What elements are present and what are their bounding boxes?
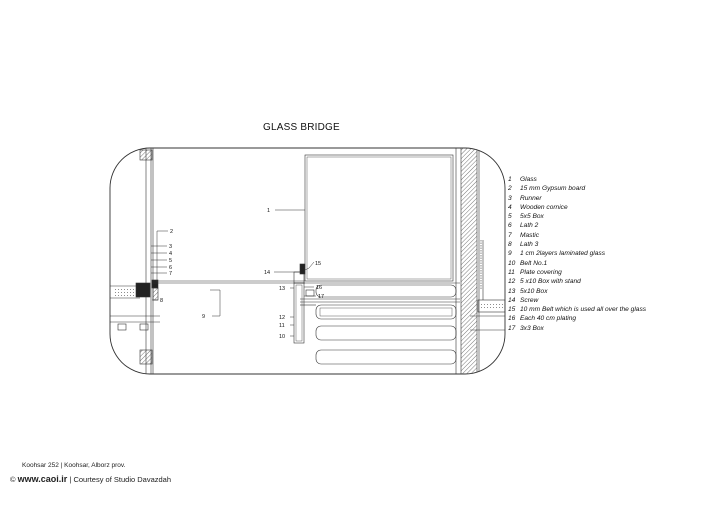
legend-text: Screw (520, 296, 539, 304)
credit-line: © www.caoi.ir | Courtesy of Studio Davaz… (10, 474, 171, 484)
legend-item: 5 5x5 Box (508, 212, 646, 221)
legend-text: 15 mm Gypsum board (520, 185, 586, 193)
glass-panel (153, 154, 454, 284)
callout-11: 11 (279, 323, 285, 329)
legend-text: 3x3 Box (520, 324, 544, 332)
legend-number: 17 (508, 324, 516, 332)
callout-16: 16 (316, 285, 322, 291)
callout-7: 7 (169, 271, 172, 277)
legend-text: Glass (520, 176, 537, 183)
legend-number: 14 (508, 296, 516, 304)
legend-item: 17 3x3 Box (508, 324, 646, 333)
legend-text: Runner (520, 194, 542, 202)
legend-item: 16 Each 40 cm plating (508, 314, 646, 323)
legend-number: 15 (508, 306, 516, 314)
legend-number: 2 (508, 185, 512, 193)
site-link[interactable]: www.caoi.ir (17, 474, 68, 484)
legend-text: Plate covering (520, 268, 562, 276)
legend-item: 6 Lath 2 (508, 221, 646, 230)
callout-6: 6 (169, 265, 172, 271)
legend-text: Wooden cornice (520, 203, 568, 211)
legend-item: 14 Screw (508, 296, 646, 305)
callout-10: 10 (279, 334, 285, 340)
project-caption: Koohsar 252 | Koohsar, Alborz prov. (22, 462, 126, 469)
legend-text: 5x10 Box (520, 287, 548, 295)
steel-profile (293, 263, 315, 344)
legend-item: 2 15 mm Gypsum board (508, 184, 646, 193)
legend-item: 8 Lath 3 (508, 240, 646, 249)
legend-item: 12 5 x10 Box with stand (508, 277, 646, 286)
legend-number: 12 (508, 278, 516, 286)
callout-1: 1 (267, 208, 270, 214)
legend-text: Each 40 cm plating (520, 315, 577, 323)
legend-number: 9 (508, 250, 512, 258)
legend-item: 4 Wooden cornice (508, 203, 646, 212)
callout-4: 4 (169, 251, 172, 257)
callout-2: 2 (170, 229, 173, 235)
legend-number: 1 (508, 176, 512, 183)
legend-item: 13 5x10 Box (508, 287, 646, 296)
legend-item: 3 Runner (508, 194, 646, 203)
legend-item: 7 Mastic (508, 231, 646, 240)
legend-item: 9 1 cm 2layers laminated glass (508, 249, 646, 258)
detail-frame (109, 147, 506, 375)
credit-text: Courtesy of Studio Davazdah (73, 475, 172, 484)
callout-12: 12 (279, 315, 285, 321)
legend-number: 11 (508, 268, 515, 276)
legend-text: 10 mm Belt which is used all over the gl… (520, 306, 647, 314)
legend-item: 10 Belt No.1 (508, 259, 646, 268)
callout-8: 8 (160, 298, 163, 304)
legend-text: Lath 2 (520, 222, 539, 230)
legend-item: 15 10 mm Belt which is used all over the … (508, 305, 646, 314)
legend-text: 1 cm 2layers laminated glass (520, 250, 606, 258)
callout-15: 15 (315, 261, 321, 267)
legend-number: 7 (508, 231, 512, 239)
callout-17: 17 (318, 294, 324, 300)
left-wall (139, 148, 154, 374)
legend-number: 13 (508, 287, 516, 295)
legend-number: 3 (508, 194, 512, 202)
legend-text: Lath 3 (520, 241, 539, 249)
legend-item: 1 Glass (508, 175, 646, 184)
legend-text: Mastic (520, 231, 540, 239)
callout-5: 5 (169, 258, 172, 264)
legend-number: 6 (508, 222, 512, 230)
legend-number: 16 (508, 315, 516, 323)
copyright-symbol: © (10, 475, 16, 484)
drawing-title: GLASS BRIDGE (263, 122, 340, 133)
legend-number: 8 (508, 241, 512, 249)
legend-text: Belt No.1 (520, 259, 548, 267)
legend-number: 4 (508, 203, 512, 211)
bridge-deck (300, 282, 460, 365)
caption-separator: | (69, 475, 72, 484)
right-wall (455, 148, 505, 374)
legend-text: 5x5 Box (520, 213, 544, 221)
legend-number: 10 (508, 259, 516, 267)
leader-lines (151, 209, 316, 337)
callout-3: 3 (169, 244, 172, 250)
left-floor-slab (110, 279, 160, 331)
legend-text: 5 x10 Box with stand (520, 278, 581, 286)
callout-9: 9 (202, 314, 205, 320)
callout-14: 14 (264, 270, 270, 276)
legend-item: 11 Plate covering (508, 268, 646, 277)
legend-list: 1 Glass 2 15 mm Gypsum board 3 Runner 4 Wood… (508, 175, 646, 333)
legend-number: 5 (508, 213, 512, 221)
callout-13: 13 (279, 286, 285, 292)
